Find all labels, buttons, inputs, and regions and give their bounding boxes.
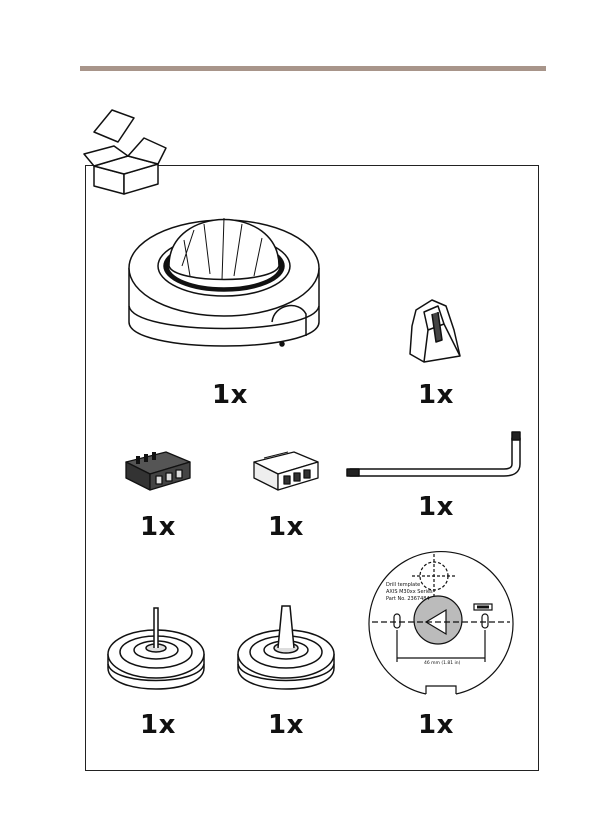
drill-template-qty: 1x [418, 710, 454, 740]
cable-gasket-thin-image [104, 604, 208, 696]
drill-template-line3: Part No. 2367484 [386, 596, 430, 602]
cable-clip-image [402, 296, 466, 364]
cable-gasket-thick-qty: 1x [268, 710, 304, 740]
torx-key-qty: 1x [418, 492, 454, 522]
drill-template-line2: AXIS M30xx Series [386, 589, 433, 595]
connector-black-image [122, 448, 194, 494]
header-rule [80, 66, 546, 71]
drill-template-line1: Drill template [386, 582, 420, 588]
dome-camera-qty: 1x [212, 380, 248, 410]
cable-gasket-thick-image [234, 604, 338, 696]
dome-camera-image [124, 196, 324, 366]
package-box-icon [82, 108, 170, 200]
torx-key-image [344, 428, 526, 490]
cable-gasket-thin-qty: 1x [140, 710, 176, 740]
drill-template-image: Drill template AXIS M30xx Series Part No… [366, 548, 516, 698]
cable-clip-qty: 1x [418, 380, 454, 410]
drill-template-dimension: 46 mm (1.81 in) [424, 660, 461, 666]
connector-black-qty: 1x [140, 512, 176, 542]
connector-white-qty: 1x [268, 512, 304, 542]
connector-white-image [250, 448, 322, 494]
